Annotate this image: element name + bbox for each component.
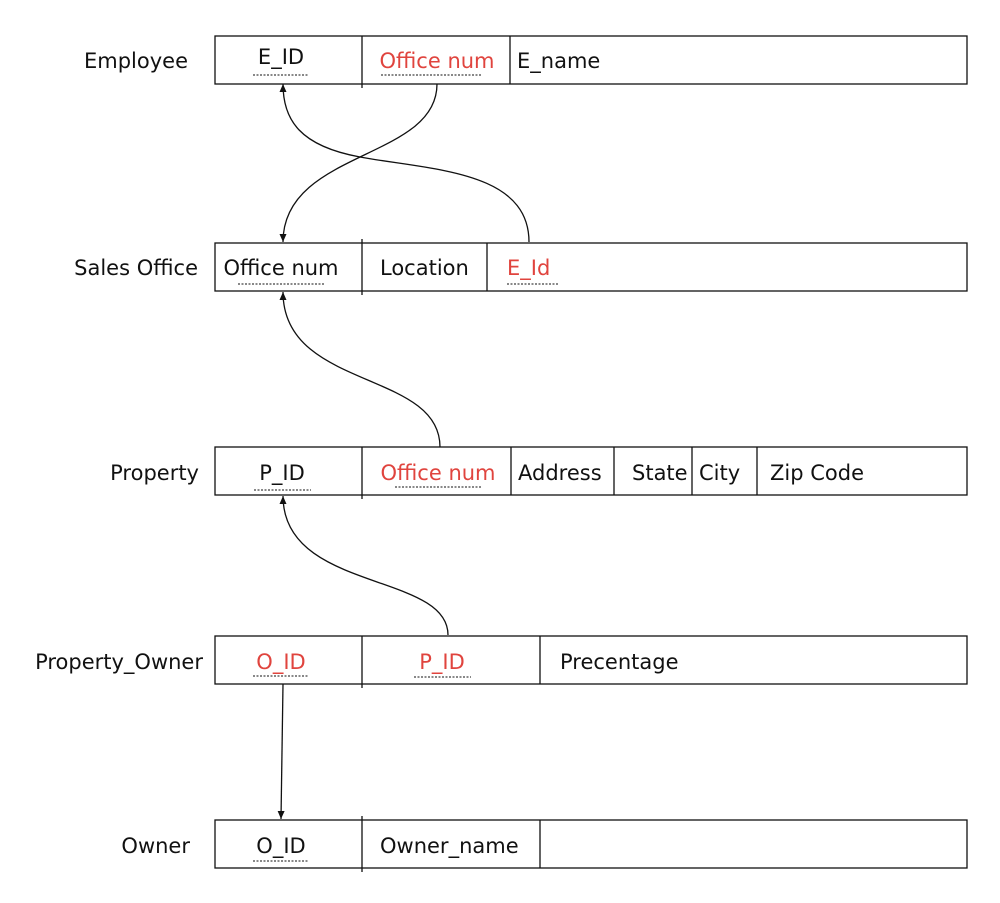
- table-employee: Employee E_ID Office num E_name: [84, 35, 968, 88]
- relationship-arrow-property-owner-to-property: [279, 495, 449, 636]
- table-property: Property P_ID Office num Address State C…: [110, 446, 968, 499]
- table-label: Sales Office: [74, 256, 198, 280]
- relationship-arrow-employee-to-sales-office: [279, 83, 438, 243]
- table-sales-office: Sales Office Office num Location E_Id: [74, 239, 968, 295]
- relationship-arrow-property-to-sales-office: [279, 291, 441, 448]
- field-zip-code: Zip Code: [770, 461, 864, 485]
- relationship-arrow-property-owner-to-owner: [277, 683, 285, 820]
- field-e-id-fk: E_Id: [507, 256, 550, 281]
- field-city: City: [699, 461, 740, 485]
- relationship-arrow-sales-office-to-employee: [279, 83, 530, 243]
- field-office-num: Office num: [223, 256, 338, 280]
- field-o-id-fk: O_ID: [256, 650, 305, 675]
- table-box: [214, 446, 968, 496]
- table-label: Owner: [121, 834, 190, 858]
- table-box: [214, 819, 968, 869]
- field-state: State: [632, 461, 688, 485]
- table-owner: Owner O_ID Owner_name: [121, 816, 968, 872]
- field-e-id: E_ID: [258, 45, 304, 70]
- table-box: [214, 35, 968, 85]
- field-office-num-fk: Office num: [379, 49, 494, 73]
- table-label: Property_Owner: [35, 650, 203, 675]
- table-label: Employee: [84, 49, 188, 73]
- field-owner-name: Owner_name: [380, 834, 519, 859]
- field-e-name: E_name: [517, 49, 600, 74]
- table-box: [214, 242, 968, 292]
- table-box: [214, 635, 968, 685]
- table-label: Property: [110, 461, 199, 485]
- field-location: Location: [380, 256, 469, 280]
- field-office-num-fk: Office num: [380, 461, 495, 485]
- field-precentage: Precentage: [560, 650, 679, 674]
- field-o-id: O_ID: [256, 834, 305, 859]
- table-property-owner: Property_Owner O_ID P_ID Precentage: [35, 635, 968, 688]
- field-address: Address: [518, 461, 602, 485]
- field-p-id-fk: P_ID: [419, 650, 465, 675]
- field-p-id: P_ID: [259, 461, 305, 486]
